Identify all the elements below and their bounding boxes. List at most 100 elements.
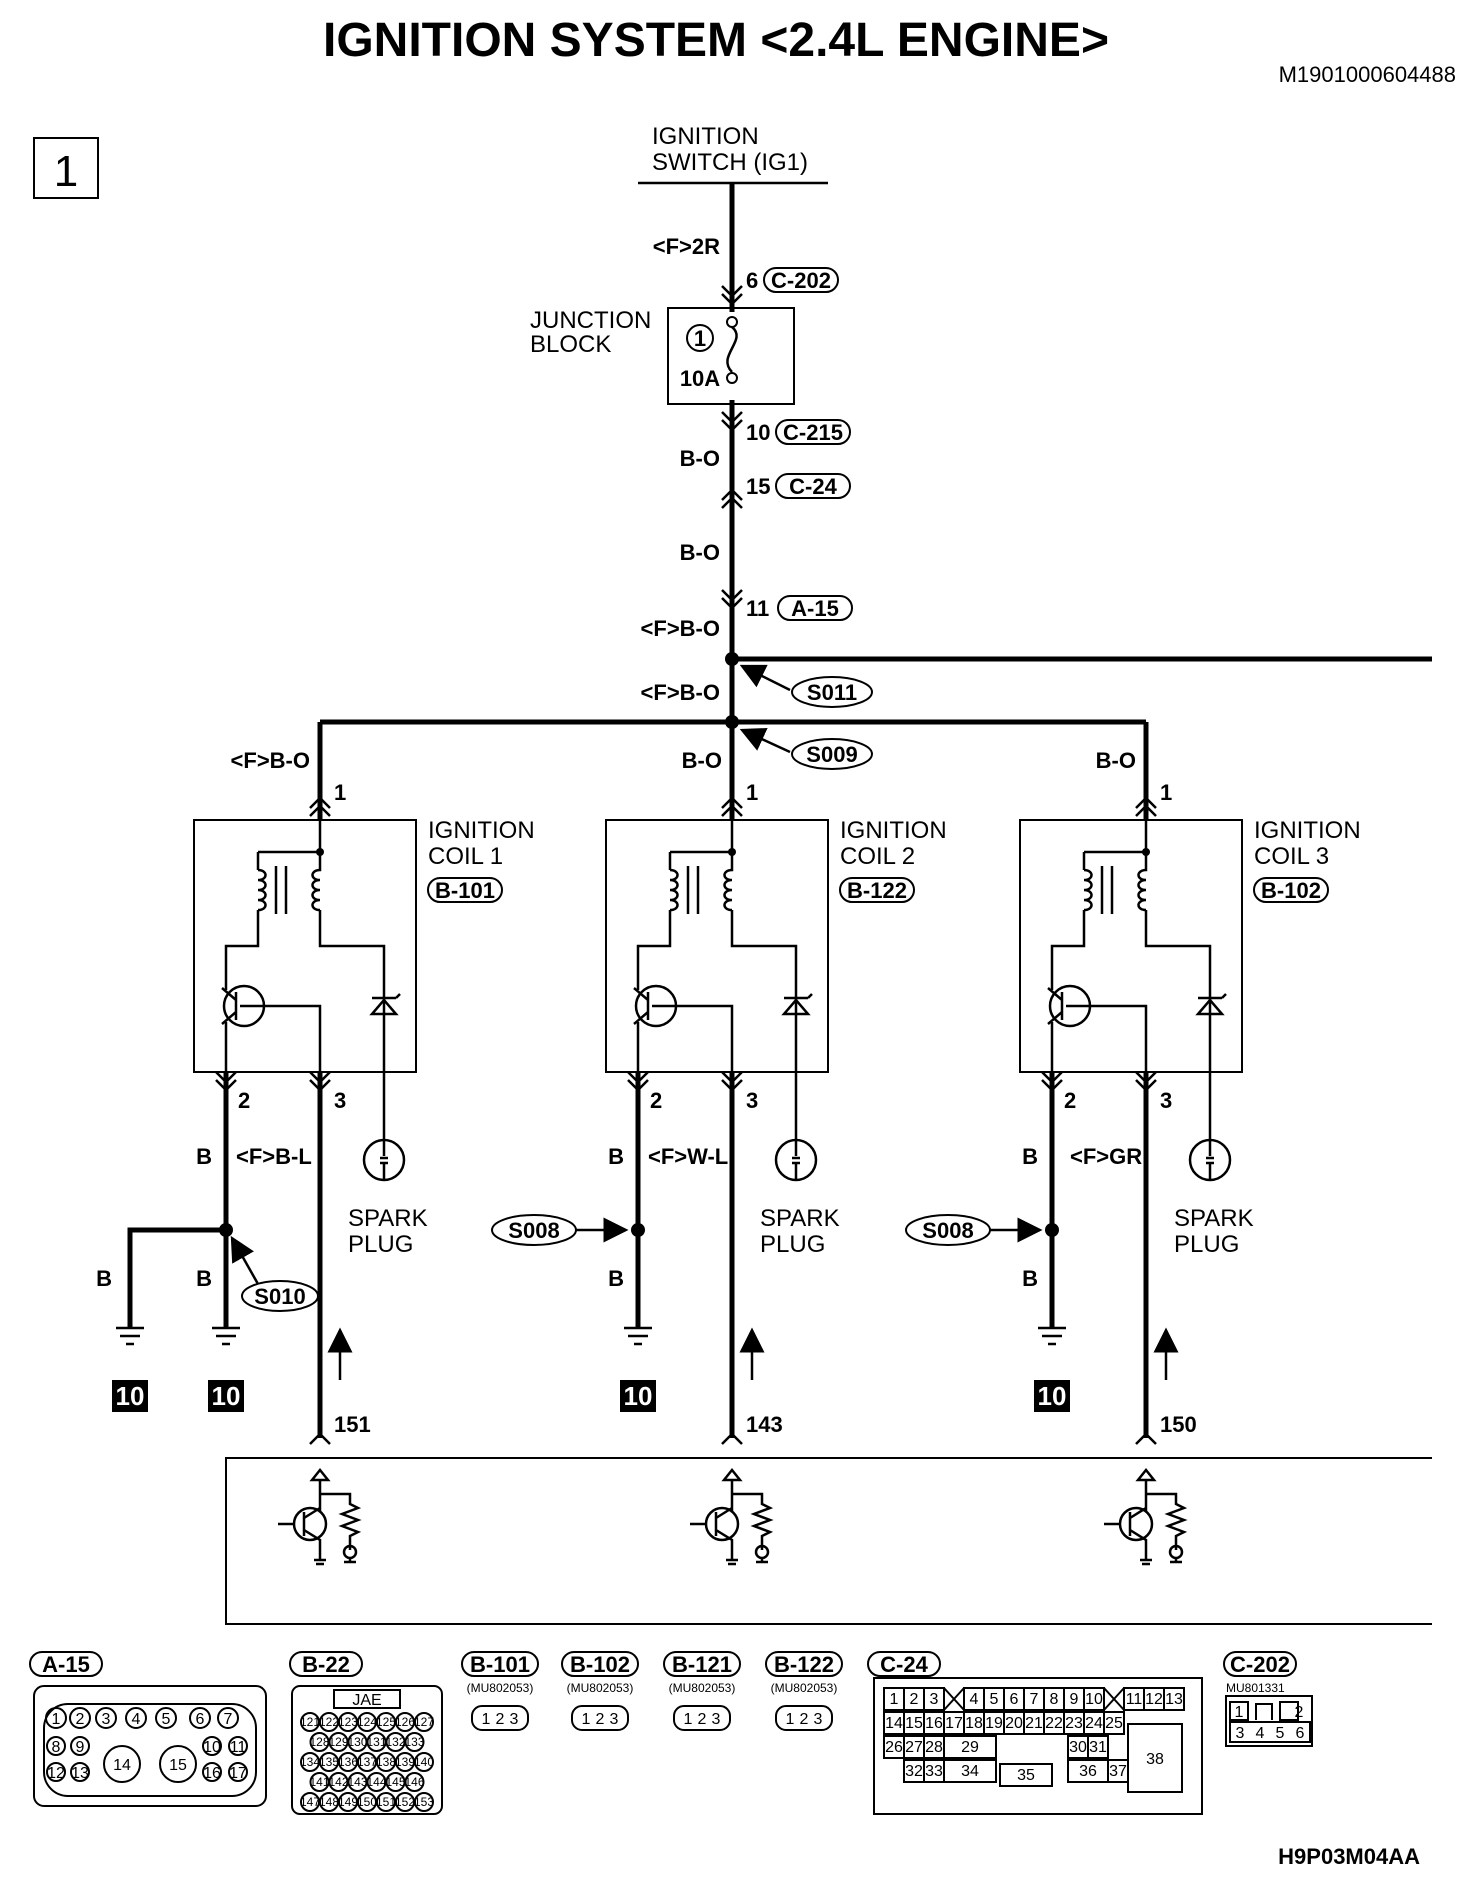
c24-pin-label: 5 [990,1691,999,1708]
coil2-connector: B-122 [847,878,907,903]
ecm-box [225,1457,1432,1625]
a15-pin-label: 3 [102,1711,111,1728]
b121-label: B-121 [672,1652,732,1677]
b22-pin-label: 144 [366,1775,386,1789]
conn-a15: A-15 [791,596,839,621]
ignition-coil-1 [193,819,417,1073]
s010-pointer [230,1235,260,1285]
b22-pin-label: 146 [404,1775,424,1789]
coil2-transistor-icon [634,984,678,1028]
c202-cell [1229,1721,1311,1743]
connector-chevron [1135,796,1157,817]
wire-fbo-1: <F>B-O [641,616,720,641]
b102-pin-3: 3 [610,1711,619,1728]
c24-pin-label: 19 [985,1715,1003,1732]
conn-label-tag [765,1651,843,1677]
ecm-circuit [1104,1492,1188,1566]
b22-pin-label: 135 [319,1755,339,1769]
junction-block-label-1: JUNCTION [530,307,651,334]
ecm-terminal-icon [309,1467,331,1508]
b22-maker: JAE [352,1692,381,1709]
page-title: IGNITION SYSTEM <2.4L ENGINE> [323,14,1109,67]
a15-pin [217,1707,239,1729]
coil1-connector: B-101 [435,878,495,903]
c24-pin-label: 30 [1069,1739,1087,1756]
c24-pin-38: 38 [1146,1751,1164,1768]
c24-pin-label: 21 [1025,1715,1043,1732]
connector-b22-view: B-22 JAE 1211221231241251261271281291301… [289,1651,443,1815]
b102-label: B-102 [570,1652,630,1677]
b22-pin-label: 151 [376,1795,396,1809]
b22-pin-label: 129 [328,1735,348,1749]
ecm-terminal-icon [721,1467,743,1508]
conn-c202-tag [763,267,839,293]
c24-pin-label: 22 [1045,1715,1063,1732]
b22-pin [404,1772,425,1792]
b22-pin-label: 130 [347,1735,367,1749]
a15-inner [43,1703,257,1797]
c24-blank-cell [1103,1687,1125,1711]
coil3-spark-1: SPARK [1174,1205,1254,1232]
b102-pin-2: 2 [596,1711,605,1728]
c202-part: MU801331 [1226,1681,1285,1695]
c202-pin-3: 3 [1236,1725,1245,1742]
ignition-switch-label-1: IGNITION [652,123,759,150]
b22-pin-label: 123 [338,1715,358,1729]
c202-pin-4: 4 [1256,1725,1265,1742]
connector-chevron [721,411,743,432]
a15-pin [202,1736,222,1756]
pin-c215: 10 [746,420,770,445]
a15-pin [70,1762,90,1782]
b22-label: B-22 [302,1652,350,1677]
b22-pin-label: 138 [376,1755,396,1769]
pin-c202: 6 [746,268,758,293]
conn-c215-tag [775,419,851,445]
coil1-feed-wire-label: <F>B-O [231,748,310,773]
wire-bo-2: B-O [680,540,720,565]
pin-a15: 11 [746,596,769,621]
a15-pin-label: 2 [76,1711,85,1728]
coil2-pin1: 1 [746,780,758,805]
doc-code: M1901000604488 [1279,62,1456,87]
c24-pin-label: 8 [1050,1691,1059,1708]
b22-pin-label: 150 [357,1795,377,1809]
ground-symbol-icon [624,1326,652,1346]
conn-c215: C-215 [783,420,843,445]
connector-chevron [721,285,743,306]
a15-pin-big [103,1745,141,1783]
c24-pin-label: 24 [1085,1715,1103,1732]
c24-pin-label: 26 [885,1739,903,1756]
a15-pin [45,1707,67,1729]
coil3-transistor-icon [1048,984,1092,1028]
b22-pin [404,1732,425,1752]
b22-pin-label: 152 [395,1795,415,1809]
connector-chevron [721,796,743,817]
coil1-ground-wire-label: B [196,1144,212,1169]
c24-pin-label: 9 [1070,1691,1079,1708]
ground-tag-2 [208,1380,244,1412]
ground-symbol-icon [116,1326,144,1346]
ignition-coil-2 [605,819,829,1073]
connector-chevron [309,1071,331,1092]
b121-pin-1: 1 [684,1711,693,1728]
c202-cell [1229,1701,1249,1721]
c24-pin-label: 15 [905,1715,923,1732]
b102-part: (MU802053) [567,1681,634,1695]
c24-pin-label: 37 [1109,1763,1127,1780]
conn-label-tag [1223,1651,1297,1677]
coil3-ground-wire2-label: B [1022,1266,1038,1291]
c202-pin-5: 5 [1276,1725,1285,1742]
a15-pin [46,1762,66,1782]
splice-s011: S011 [807,680,857,705]
b102-pin-1: 1 [582,1711,591,1728]
ecm-circuit [690,1492,774,1566]
a15-pin-14: 14 [113,1757,131,1774]
connector-b121-view: B-121 (MU802053) 1 2 3 [663,1651,741,1731]
fuse-terminal-bottom [726,372,738,384]
coil3-diode-icon [1195,993,1227,1016]
a15-pin-9: 9 [76,1739,85,1756]
coil1-ecm-pin: 151 [334,1412,371,1437]
a15-pin-15: 15 [169,1757,187,1774]
